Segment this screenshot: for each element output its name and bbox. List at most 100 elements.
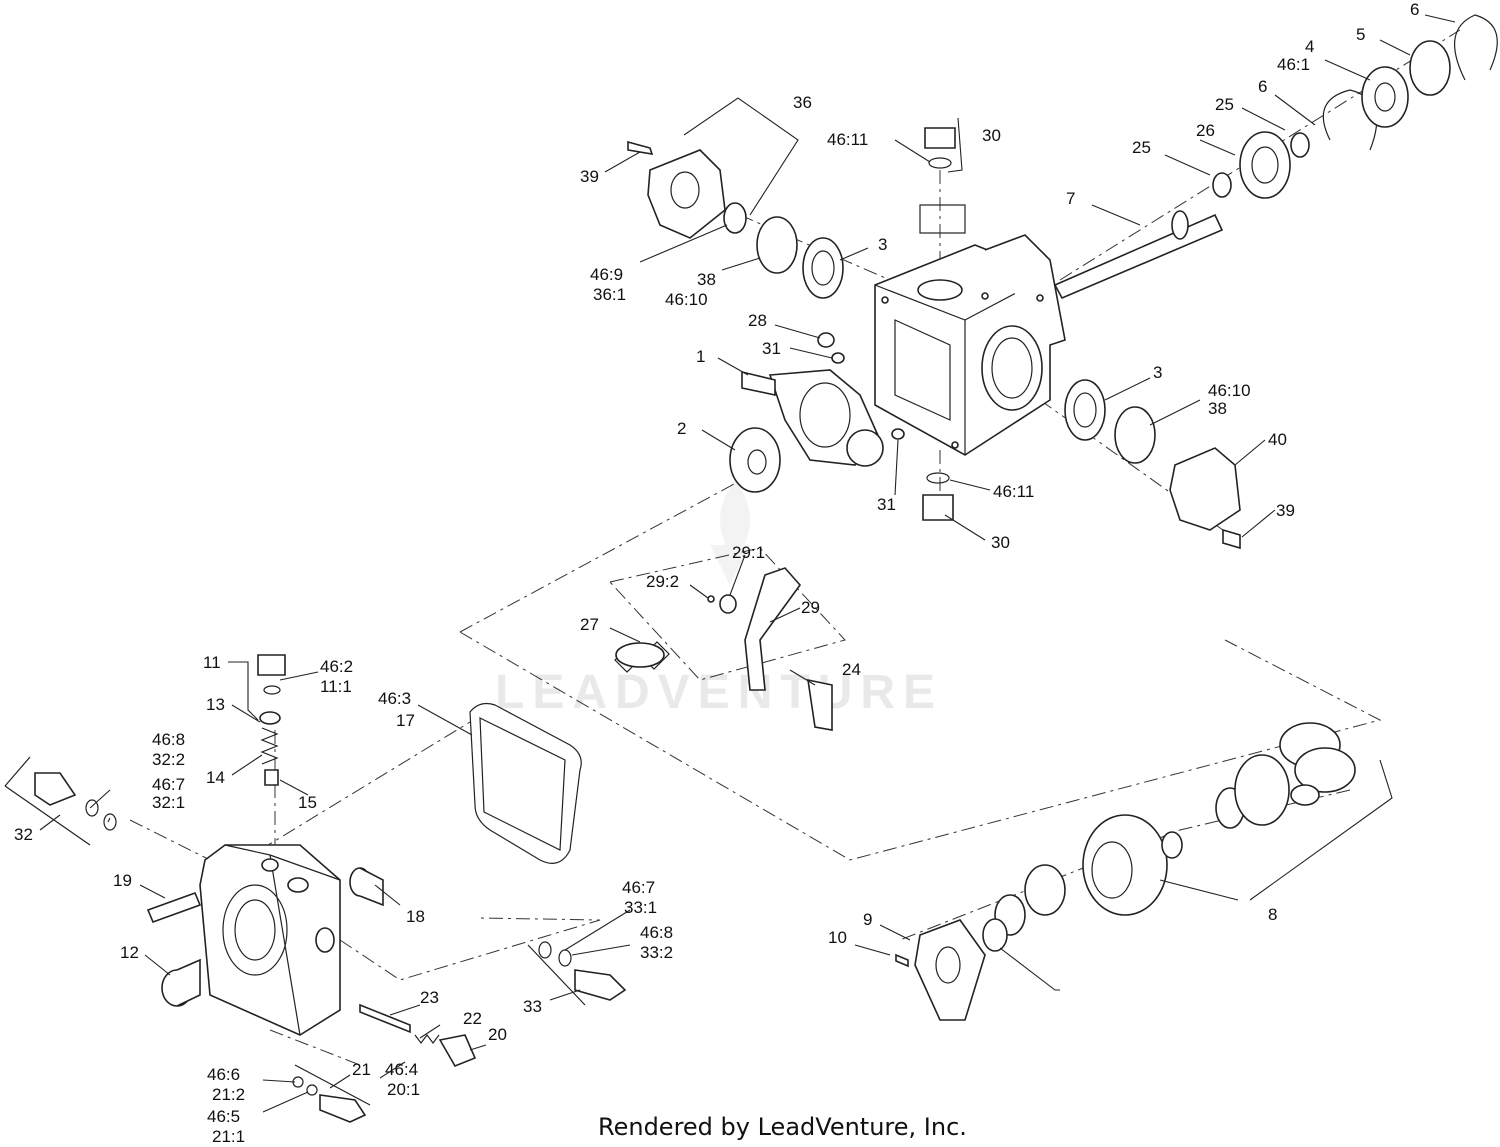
rotating-group-8	[982, 754, 1290, 952]
callout-1: 1	[696, 347, 705, 366]
callout-28: 28	[748, 311, 767, 330]
pin-10	[895, 953, 909, 968]
callout-25: 25	[1132, 138, 1151, 157]
check-valve-32	[4, 772, 117, 846]
spring-22	[414, 1034, 440, 1044]
callout-29: 29	[801, 598, 820, 617]
bolt-39-top	[627, 140, 654, 156]
callout-46-9: 46:9	[590, 265, 623, 284]
watermark-logo	[710, 480, 750, 585]
callout-46-5: 46:5	[207, 1107, 240, 1126]
ball-bearing-26	[1239, 131, 1291, 199]
cover-plate-36	[647, 149, 747, 239]
bolt-39-bottom	[1222, 528, 1241, 550]
callout-21-1: 21:1	[212, 1127, 245, 1146]
plug-30-top	[919, 127, 966, 234]
callout-30: 30	[982, 126, 1001, 145]
input-shaft-7	[1053, 210, 1224, 300]
control-arm-29	[707, 567, 802, 691]
callout-32: 32	[14, 825, 33, 844]
fitting-31-top	[831, 352, 845, 364]
cover-plate-40	[1169, 447, 1241, 531]
snap-ring-25-a	[1212, 172, 1232, 198]
bolt-19	[146, 891, 202, 924]
bracket-32	[4, 756, 31, 787]
callout-5: 5	[1356, 25, 1365, 44]
gasket-38-left	[756, 216, 798, 274]
callout-46-10: 46:10	[665, 290, 708, 309]
gasket-17	[469, 702, 582, 864]
callout-6: 6	[1258, 77, 1267, 96]
callout-39: 39	[1276, 501, 1295, 520]
callout-4: 4	[1305, 37, 1314, 56]
callout-46-11: 46:11	[993, 482, 1034, 501]
callout-36: 36	[793, 93, 812, 112]
callout-46-7: 46:7	[622, 878, 655, 897]
snap-ring-25-b	[1290, 132, 1310, 158]
bushing-12	[161, 958, 201, 1007]
callout-22: 22	[463, 1009, 482, 1028]
bearing-left	[802, 237, 844, 299]
pin-24	[807, 678, 833, 731]
bushing-18	[349, 867, 384, 907]
callout-8: 8	[1268, 905, 1277, 924]
spring-27	[614, 641, 670, 673]
check-valve-33	[527, 941, 627, 1006]
callout-20: 20	[488, 1025, 507, 1044]
pistons	[1279, 722, 1356, 806]
retaining-ring-6-b	[1454, 14, 1498, 81]
callout-labels: 1 2 3 3 4 46:1 5 6 6 7 8 9 10 11 46:2 11…	[14, 0, 1419, 1146]
callout-46-8: 46:8	[152, 730, 185, 749]
callout-3: 3	[1153, 363, 1162, 382]
valve-plate-9	[914, 919, 986, 1021]
plug-20	[438, 1034, 477, 1068]
leader-lines	[39, 14, 1456, 1113]
watermark-text: LEADVENTURE	[495, 666, 943, 719]
callout-26: 26	[1196, 121, 1215, 140]
thrust-washer	[729, 427, 781, 493]
callout-15: 15	[298, 793, 317, 812]
callout-27: 27	[580, 615, 599, 634]
callout-9: 9	[863, 910, 872, 929]
callout-21-2: 21:2	[212, 1085, 245, 1104]
callout-46-3: 46:3	[378, 689, 411, 708]
callout-20-1: 20:1	[387, 1080, 420, 1099]
callout-46-7: 46:7	[152, 775, 185, 794]
callout-38: 38	[1208, 399, 1227, 418]
callout-12: 12	[120, 943, 139, 962]
gasket-38-right	[1114, 406, 1156, 464]
swashplate-part	[741, 369, 884, 467]
callout-40: 40	[1268, 430, 1287, 449]
callout-31: 31	[762, 339, 781, 358]
callout-3: 3	[878, 235, 887, 254]
callout-29-2: 29:2	[646, 572, 679, 591]
callout-6: 6	[1410, 0, 1419, 19]
callout-46-8: 46:8	[640, 923, 673, 942]
callout-25: 25	[1215, 95, 1234, 114]
callout-38: 38	[697, 270, 716, 289]
callout-46-4: 46:4	[385, 1060, 418, 1079]
callout-33-1: 33:1	[624, 898, 657, 917]
nut-28	[817, 332, 835, 348]
seal-4	[1361, 66, 1409, 128]
end-cap	[199, 844, 341, 1036]
callout-46-11: 46:11	[827, 130, 868, 149]
callout-46-10: 46:10	[1208, 381, 1251, 400]
fitting-31-bottom	[891, 428, 905, 440]
callout-46-6: 46:6	[207, 1065, 240, 1084]
callout-17: 17	[396, 711, 415, 730]
callout-21: 21	[352, 1060, 371, 1079]
callout-29-1: 29:1	[732, 543, 765, 562]
plug-30-bottom	[922, 472, 954, 521]
callout-46-2: 46:2	[320, 657, 353, 676]
callout-33-2: 33:2	[640, 943, 673, 962]
callout-7: 7	[1066, 189, 1075, 208]
rendered-by-footer: Rendered by LeadVenture, Inc.	[598, 1113, 967, 1141]
callout-18: 18	[406, 907, 425, 926]
bypass-valve-21	[292, 1064, 371, 1123]
bearing-right	[1064, 379, 1106, 441]
washer-5	[1409, 40, 1451, 96]
callout-36-1: 36:1	[593, 285, 626, 304]
callout-46-1: 46:1	[1277, 55, 1310, 74]
